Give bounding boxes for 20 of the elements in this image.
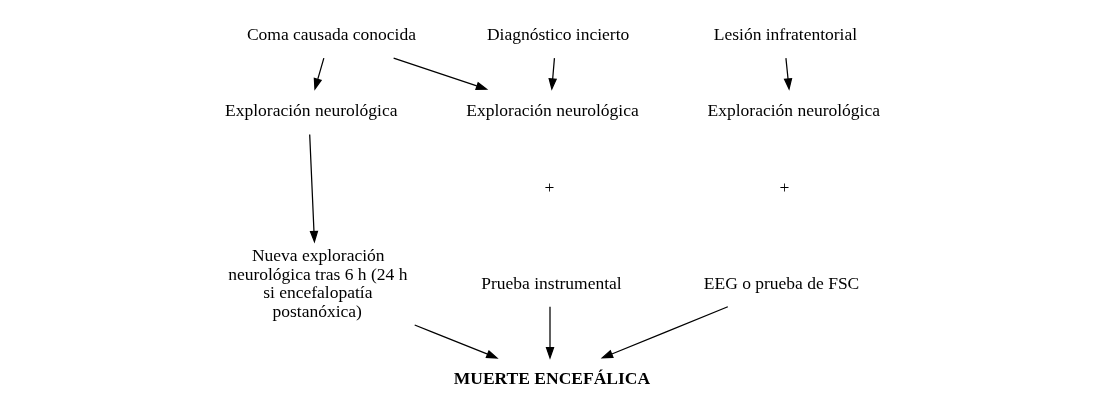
node-text: Exploración neurológica	[225, 100, 398, 121]
label: +	[544, 176, 555, 197]
arrow	[414, 324, 499, 359]
node-text: Diagnóstico incierto	[486, 24, 630, 45]
arrow	[783, 57, 793, 91]
node-text: EEG o prueba de FSC	[703, 272, 860, 293]
arrow	[313, 57, 325, 91]
arrow	[600, 306, 729, 359]
arrow	[393, 57, 489, 90]
node-text: MUERTE ENCEFÁLICA	[453, 367, 651, 388]
arrow	[545, 306, 555, 360]
node-text: Exploración neurológica	[466, 100, 639, 121]
node-text: Lesión infratentorial	[713, 24, 858, 45]
node-text: Exploración neurológica	[707, 100, 881, 121]
label: +	[779, 176, 790, 197]
node-text: Coma causada conocida	[246, 24, 416, 45]
node-text: Nueva exploración neurológica tras 6 h (24 h si encefalopatía postanóxica)	[228, 244, 408, 321]
arrow	[548, 57, 558, 91]
arrow	[309, 133, 319, 244]
node-text: Prueba instrumental	[481, 272, 622, 293]
